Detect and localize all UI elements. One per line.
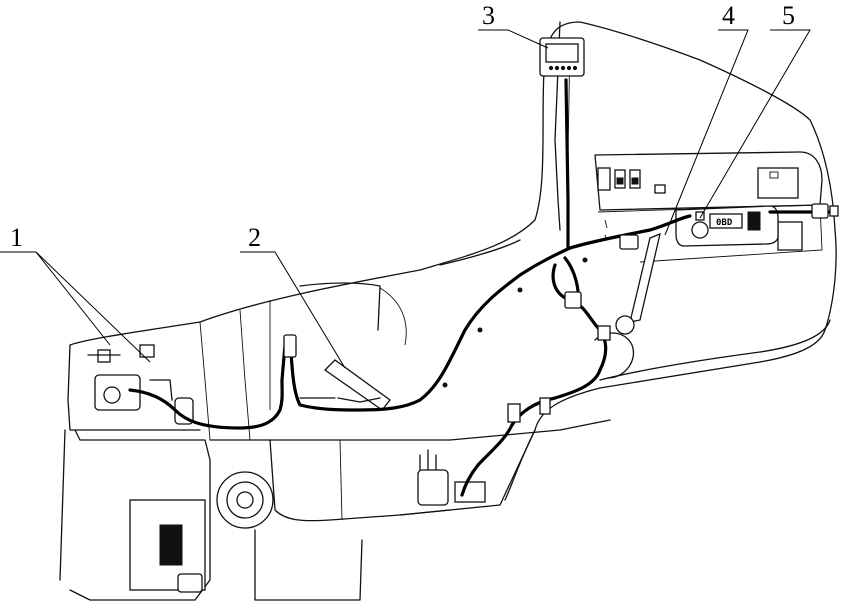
brake-pedal — [299, 359, 391, 411]
callout-leaders — [0, 29, 811, 369]
callout-5: 5 — [782, 1, 795, 30]
control-lever — [594, 232, 661, 379]
leader-1b — [35, 251, 151, 363]
cab-outline — [69, 21, 837, 501]
callout-4: 4 — [722, 1, 735, 30]
leader-1 — [0, 251, 111, 346]
callout-1: 1 — [10, 223, 23, 252]
leader-2 — [240, 251, 346, 369]
obd-panel: 0BD — [675, 205, 779, 247]
callout-2: 2 — [248, 223, 261, 252]
leader-4 — [664, 29, 749, 236]
harness-connectors — [283, 203, 839, 423]
callout-labels: 1 2 3 4 5 — [10, 1, 795, 252]
wiring-harness — [128, 78, 832, 497]
leader-3 — [478, 29, 549, 49]
leader-5 — [699, 29, 811, 219]
obd-display-readout: 0BD — [716, 218, 733, 228]
display-monitor — [539, 37, 585, 77]
right-control-panel — [594, 151, 823, 263]
callout-3: 3 — [482, 1, 495, 30]
lower-frame — [59, 344, 611, 601]
